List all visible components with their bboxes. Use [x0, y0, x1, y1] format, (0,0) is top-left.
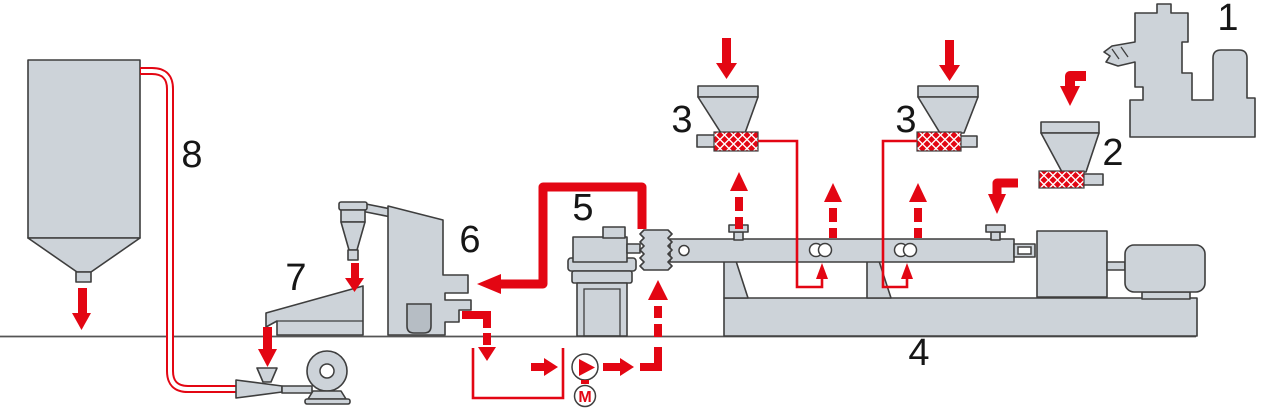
- pelletizer-shaft: [626, 243, 641, 254]
- silo-discharge-arrow-icon: [72, 288, 91, 330]
- label-8: 8: [181, 134, 202, 176]
- label-2: 2: [1102, 132, 1123, 174]
- pump-motor-icon: M: [573, 384, 597, 408]
- mixer-body: [1103, 3, 1256, 138]
- dryer-water-drain-arrow-icon: [462, 311, 496, 361]
- blower: [304, 350, 351, 405]
- mixer-spout-serration: [1111, 46, 1129, 60]
- pelletizer-motor: [572, 236, 628, 263]
- blower-base: [304, 398, 351, 405]
- vent-arrow-3-icon: [909, 183, 927, 238]
- barrel-support-1: [723, 260, 749, 299]
- pellet-dryer: [338, 201, 472, 336]
- label-1: 1: [1217, 0, 1238, 39]
- pelletizer: [567, 226, 641, 337]
- extruder-base: [723, 297, 1198, 337]
- vent-arrow-1-icon: [730, 172, 748, 229]
- conveying-pipe: [140, 67, 236, 393]
- pelletizer-ring: [571, 270, 633, 284]
- feeder-3b: [881, 40, 979, 289]
- blower-pedestal: [307, 390, 347, 400]
- silo-body: [27, 59, 141, 239]
- twin-screw-symbol-2: [893, 242, 918, 258]
- pelletizer-tank-inner: [583, 288, 621, 337]
- feeder-3a-dosing-line: [758, 139, 828, 289]
- water-pump-icon: [571, 353, 599, 384]
- barrel-support-2: [866, 260, 892, 299]
- pellet-pipe: [501, 182, 647, 289]
- product-silo: [27, 59, 141, 330]
- tank-to-pump-arrow-icon: [531, 358, 558, 376]
- shaft-coupling-inner: [1017, 246, 1032, 255]
- feed-hopper-2: [988, 121, 1104, 214]
- twin-screw-symbol-1: [808, 242, 833, 258]
- feeder-3a: [696, 38, 828, 289]
- mixer-to-hopper-arrow-icon: [1060, 71, 1086, 106]
- feeder-3a-feed-arrow-icon: [716, 38, 737, 79]
- vent-arrow-2-icon: [824, 183, 842, 238]
- gearbox: [1036, 230, 1108, 298]
- feeder-3b-dosing-line: [881, 139, 917, 289]
- hopper-2-to-extruder-arrow-icon: [988, 178, 1018, 214]
- conveying-pipe-outer: [140, 67, 236, 393]
- blower-hub: [319, 363, 335, 379]
- label-6: 6: [459, 219, 480, 261]
- label-3a: 3: [671, 99, 692, 141]
- feeder-3b-feed-arrow-icon: [939, 40, 960, 81]
- water-return-dashed-arrow-icon: [640, 280, 668, 371]
- pelletizer-motor-top: [602, 226, 626, 239]
- hopper-2-tab: [1081, 173, 1104, 186]
- water-circuit: M: [462, 280, 668, 408]
- feeder-3a-hopper: [697, 96, 759, 134]
- feeder-3a-screw: [713, 131, 759, 152]
- dryer-body: [387, 205, 472, 336]
- feeder-3b-hopper-top: [917, 85, 979, 98]
- water-tank: [471, 348, 565, 400]
- venturi-inlet-funnel: [256, 367, 278, 383]
- pump-outlet-arrow-icon: [603, 358, 634, 376]
- extruder-barrel: [669, 238, 1015, 263]
- extruder: [669, 224, 1206, 337]
- mixer: [1060, 3, 1256, 138]
- feeder-3b-screw: [916, 131, 962, 152]
- motor-coupling: [1106, 261, 1126, 271]
- barrel-port-right: [985, 224, 1006, 241]
- silo-cone: [27, 237, 141, 273]
- conveying-pipe-inner: [141, 69, 236, 391]
- pump-motor-label: M: [578, 389, 591, 406]
- label-3b: 3: [895, 99, 916, 141]
- label-4: 4: [908, 332, 929, 374]
- venturi-outlet-pipe: [281, 385, 313, 394]
- dryer-opening: [406, 303, 432, 334]
- drive-motor: [1124, 244, 1206, 293]
- feeder-3a-tab: [696, 134, 716, 148]
- barrel-flange-bolt: [678, 244, 690, 257]
- label-7: 7: [285, 257, 306, 299]
- feeder-3b-hopper: [917, 96, 979, 134]
- hopper-2-screw: [1038, 170, 1085, 189]
- die-head: [639, 229, 673, 271]
- hopper-2-top: [1040, 121, 1100, 134]
- silo-spout: [75, 271, 92, 283]
- pellet-transport-pipe: [477, 182, 647, 294]
- hopper-2-funnel: [1040, 132, 1100, 173]
- vibrating-feeder: [258, 285, 364, 367]
- cyclone: [338, 201, 368, 261]
- feeder-to-venturi-arrow-icon: [258, 327, 277, 367]
- vibrating-feeder-body: [265, 285, 364, 336]
- venturi-feeder: [235, 367, 313, 399]
- cyclone-to-feeder-arrow-icon: [345, 263, 364, 292]
- label-5: 5: [572, 187, 593, 229]
- drive-motor-foot: [1141, 291, 1191, 300]
- venturi-body: [235, 379, 283, 399]
- pellet-pipe-arrowhead-icon: [477, 274, 501, 294]
- feeder-3a-hopper-top: [697, 85, 759, 98]
